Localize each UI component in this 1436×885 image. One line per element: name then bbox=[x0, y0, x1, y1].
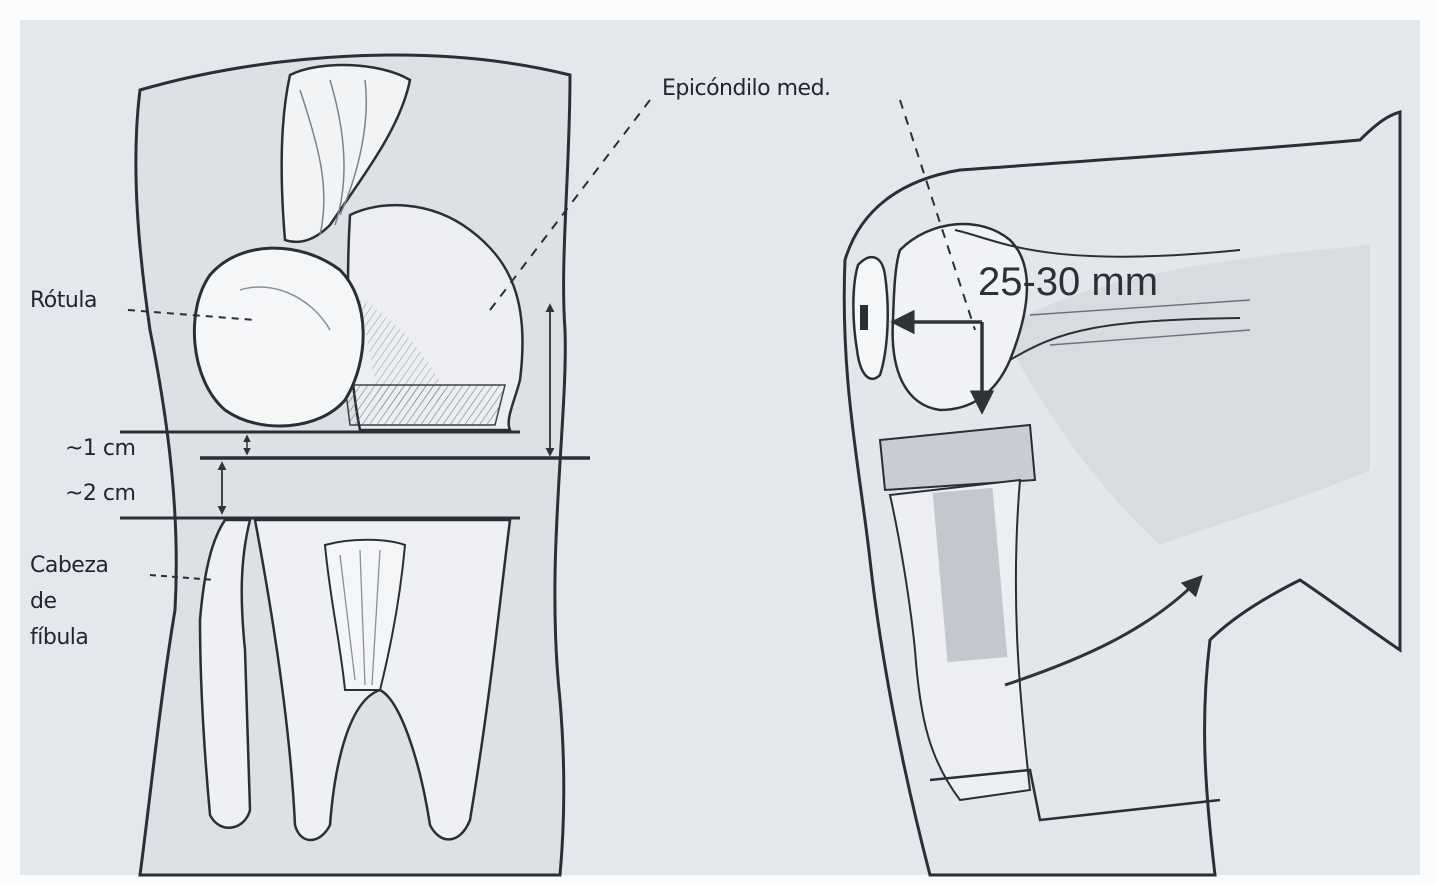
fibula bbox=[200, 520, 250, 828]
epicondyle-label: Epicóndilo med. bbox=[662, 76, 831, 101]
patella-side bbox=[853, 257, 887, 379]
two-cm-label: ~2 cm bbox=[65, 481, 135, 506]
one-cm-label: ~1 cm bbox=[65, 436, 135, 461]
patella-label: Rótula bbox=[30, 288, 97, 313]
patella bbox=[194, 248, 363, 426]
distance-label: 25-30 mm bbox=[978, 260, 1158, 304]
fibula-head-label-3: fíbula bbox=[30, 625, 88, 650]
fibula-head-label-2: de bbox=[30, 589, 57, 614]
fibula-head-label-1: Cabeza bbox=[30, 553, 108, 578]
